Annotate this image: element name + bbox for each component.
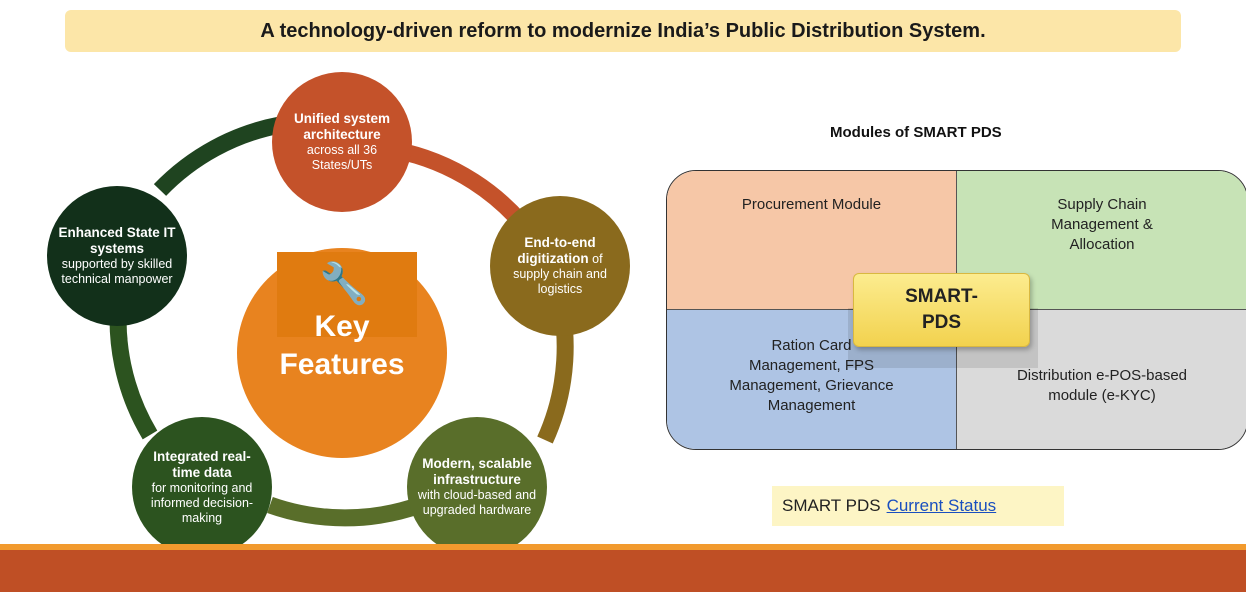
center-title-line2: Features: [279, 348, 405, 381]
feature-inline: of: [588, 252, 603, 266]
feature-node-state-it: Enhanced State IT systems supported by s…: [47, 186, 187, 326]
smart-pds-center-box: SMART- PDS: [853, 273, 1030, 347]
feature-bold: End-to-end digitization: [517, 235, 596, 266]
smart-pds-line1: SMART-: [905, 286, 978, 307]
feature-node-realtime-data: Integrated real-time data for monitoring…: [132, 417, 272, 557]
module-label: Supply Chain Management & Allocation: [1051, 196, 1153, 253]
module-label: Procurement Module: [741, 196, 882, 213]
feature-bold: Modern, scalable infrastructure: [422, 456, 532, 487]
module-supply-chain: Supply Chain Management & Allocation: [957, 171, 1246, 310]
feature-bold: Enhanced State IT systems: [58, 225, 176, 256]
footer-accent-line: [0, 544, 1246, 550]
module-label: Ration Card Management, FPS Management, …: [729, 337, 894, 414]
status-box: SMART PDS Current Status: [772, 486, 1064, 526]
status-prefix: SMART PDS: [782, 496, 881, 515]
feature-text: for monitoring and informed decision-mak…: [150, 480, 254, 525]
wrench-icon: 🔧: [319, 262, 369, 306]
feature-node-digitization: End-to-end digitization of supply chain …: [490, 196, 630, 336]
feature-bold: Integrated real-time data: [153, 448, 251, 480]
feature-node-infrastructure: Modern, scalable infrastructure with clo…: [407, 417, 547, 557]
feature-text: supported by skilled technical manpower: [61, 257, 173, 286]
key-features-center: 🔧 Key Features: [237, 248, 447, 458]
feature-node-unified: Unified system architecture across all 3…: [272, 72, 412, 212]
ring-arc-5-1: [153, 116, 282, 196]
current-status-link[interactable]: Current Status: [886, 496, 997, 515]
footer-bar: [0, 550, 1246, 592]
ring-arc-3-4: [267, 496, 423, 527]
center-icon-backdrop: [277, 252, 417, 337]
center-title-line1: Key: [314, 310, 370, 343]
feature-text: with cloud-based and upgraded hardware: [417, 488, 537, 517]
module-label: Distribution e-POS-based module (e-KYC): [1016, 367, 1188, 404]
feature-bold: Unified system architecture: [293, 111, 391, 142]
modules-title: Modules of SMART PDS: [830, 124, 1002, 141]
feature-text: across all 36 States/UTs: [306, 143, 378, 172]
smart-pds-line2: PDS: [921, 312, 962, 333]
feature-text: supply chain and logistics: [513, 267, 607, 296]
banner-headline: A technology-driven reform to modernize …: [65, 10, 1181, 52]
